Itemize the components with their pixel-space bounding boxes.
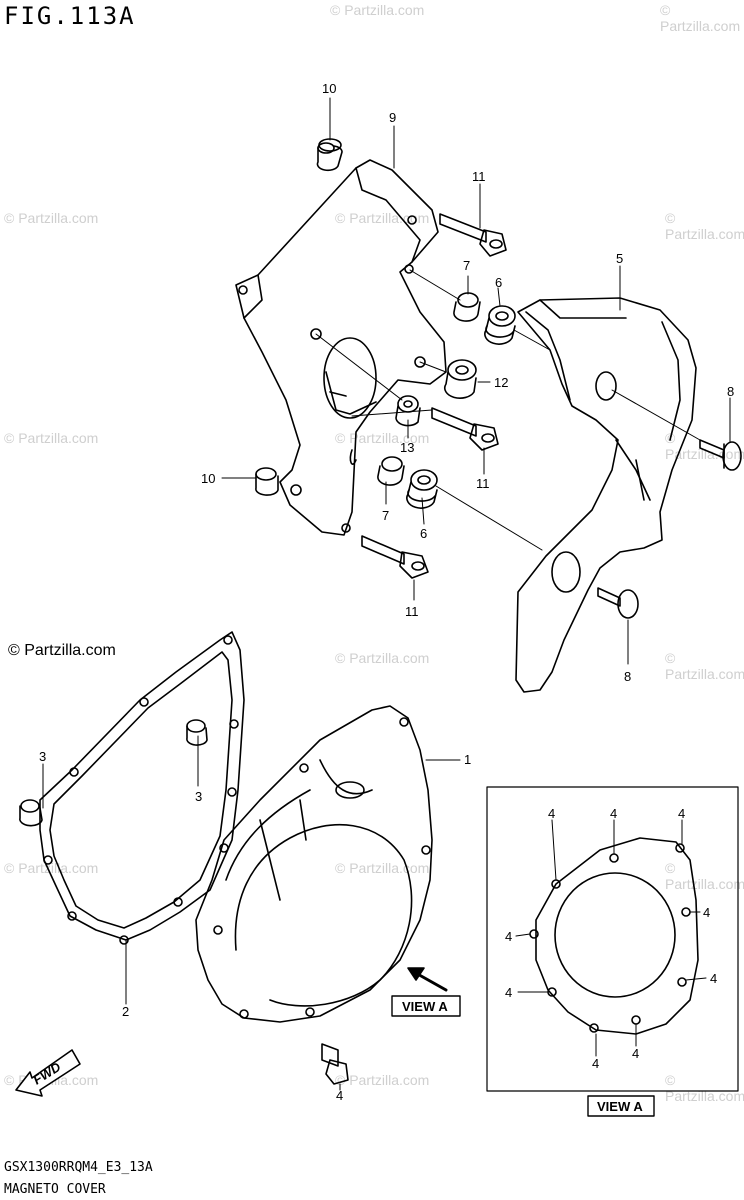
callout-11: 11: [405, 604, 419, 619]
dowel-pin-part-3: [186, 719, 208, 746]
callout-4: 4: [710, 971, 717, 986]
grommet-part-12: [443, 359, 477, 399]
callout-4: 4: [592, 1056, 599, 1071]
watermark: © Partzilla.com: [335, 210, 430, 226]
collar-part-7: [377, 456, 405, 486]
bolt-part-11: [431, 407, 499, 451]
callout-8: 8: [624, 669, 631, 684]
callout-6: 6: [495, 275, 502, 290]
watermark: © Partzilla.com: [335, 1072, 430, 1088]
watermark: © Partzilla.com: [665, 1072, 744, 1104]
callout-4: 4: [505, 929, 512, 944]
screw-part-8: [597, 587, 639, 619]
view-a-label: VIEW A: [402, 999, 448, 1014]
dowel-pin-part-10: [316, 138, 343, 172]
watermark: © Partzilla.com: [335, 650, 430, 666]
collar-part-7: [453, 292, 481, 322]
cover-part-5: [515, 297, 697, 693]
gasket-part-2: [39, 631, 245, 945]
dowel-pin-part-3: [19, 799, 43, 827]
callout-4: 4: [548, 806, 555, 821]
bolt-part-11: [361, 535, 429, 579]
callout-4: 4: [678, 806, 685, 821]
view-a-cover-outline: [529, 837, 699, 1035]
callout-7: 7: [382, 508, 389, 523]
footer-model-code: GSX1300RRQM4_E3_13A: [4, 1160, 153, 1175]
callout-12: 12: [494, 375, 508, 390]
callout-11: 11: [472, 169, 486, 184]
watermark: © Partzilla.com: [4, 860, 99, 876]
grommet-part-6: [406, 469, 438, 509]
magneto-cover-part-1: [195, 705, 433, 1023]
watermark: © Partzilla.com: [660, 2, 741, 34]
callout-4: 4: [703, 905, 710, 920]
watermark: © Partzilla.com: [665, 650, 744, 682]
watermark: © Partzilla.com: [4, 210, 99, 226]
callout-2: 2: [122, 1004, 129, 1019]
callout-7: 7: [463, 258, 470, 273]
callout-4: 4: [632, 1046, 639, 1061]
copyright-notice: © Partzilla.com: [8, 642, 116, 659]
callout-8: 8: [727, 384, 734, 399]
view-a-label: VIEW A: [597, 1099, 643, 1114]
callout-10: 10: [201, 471, 215, 486]
screw-part-8: [699, 439, 742, 471]
footer-section-name: MAGNETO COVER: [4, 1182, 106, 1197]
view-a-inset-frame: [486, 786, 739, 1092]
callout-4: 4: [505, 985, 512, 1000]
figure-title: FIG.113A: [4, 2, 136, 30]
grommet-part-6: [484, 305, 516, 345]
callout-13: 13: [400, 440, 414, 455]
callout-5: 5: [616, 251, 623, 266]
view-a-label-box: [587, 1095, 655, 1117]
bolt-part-11: [439, 213, 507, 257]
callout-3: 3: [39, 749, 46, 764]
view-a-label-box: [391, 995, 461, 1017]
callout-11: 11: [476, 476, 490, 491]
watermark: © Partzilla.com: [665, 860, 744, 892]
callout-4: 4: [336, 1088, 343, 1103]
callout-6: 6: [420, 526, 427, 541]
dowel-pin-part-10: [255, 467, 279, 496]
bolt-part-4: [321, 1043, 349, 1085]
watermark: © Partzilla.com: [335, 430, 430, 446]
callout-3: 3: [195, 789, 202, 804]
fwd-arrow-icon: [15, 1049, 81, 1097]
callout-10: 10: [322, 81, 336, 96]
watermark: © Partzilla.com: [330, 2, 425, 18]
bracket-part-9: [235, 159, 447, 536]
callout-4: 4: [610, 806, 617, 821]
watermark: © Partzilla.com: [4, 430, 99, 446]
watermark: © Partzilla.com: [665, 210, 744, 242]
callout-1: 1: [464, 752, 471, 767]
callout-9: 9: [389, 110, 396, 125]
